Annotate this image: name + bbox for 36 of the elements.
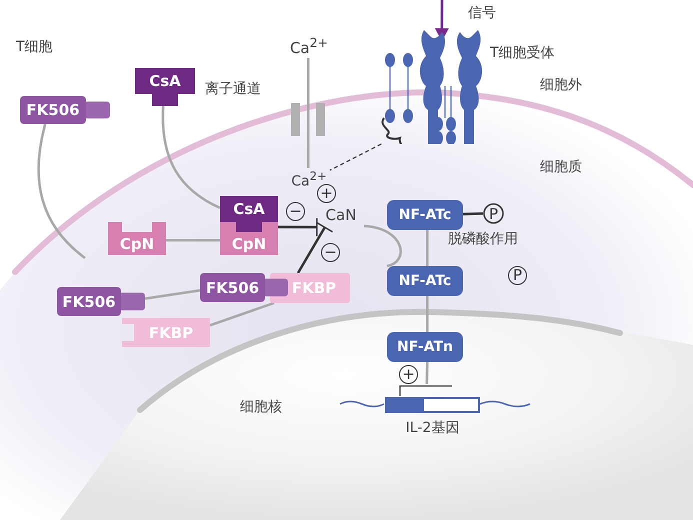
connector-line — [37, 124, 86, 259]
connector-line — [462, 212, 484, 216]
region-label: 细胞核 — [240, 398, 282, 416]
connector-line — [426, 230, 429, 266]
protein-box: NF-ATn — [387, 332, 463, 362]
protein-box: NF-ATc — [387, 266, 463, 296]
molecule-label: CaN — [318, 204, 364, 226]
phosphate-circle: P — [508, 266, 527, 285]
edge-label: 信号 — [468, 4, 496, 22]
cell-label: T细胞 — [16, 38, 53, 56]
connector-line — [144, 289, 200, 300]
connector-line — [426, 296, 429, 332]
gene-box: IL-2基因 — [385, 384, 480, 440]
connector-line — [364, 224, 402, 268]
molecule-label: Ca$^{2+}$ — [288, 34, 330, 58]
inhibition-line — [296, 222, 333, 274]
receptor-label: T细胞受体 — [490, 44, 555, 62]
region-label: 细胞外 — [540, 76, 582, 94]
phosphate-circle: P — [483, 203, 504, 224]
channel-label: 离子通道 — [205, 80, 261, 98]
region-label: 细胞质 — [540, 158, 582, 176]
protein-box: NF-ATc — [387, 200, 463, 230]
connector-line — [166, 238, 220, 242]
inhibition-line — [278, 218, 318, 236]
connector-line — [306, 58, 310, 168]
activation-sign: + — [399, 365, 418, 384]
connector-line — [426, 362, 429, 384]
inhibition-sign: − — [286, 202, 305, 221]
edge-label: 脱磷酸作用 — [448, 230, 518, 248]
protein-box: CpN — [108, 222, 166, 255]
activation-sign: + — [317, 184, 336, 203]
connector-line — [162, 106, 221, 210]
connector-line — [210, 302, 274, 326]
protein-box: FKBP — [122, 318, 210, 347]
connector-line — [330, 143, 382, 171]
inhibition-sign: − — [321, 243, 340, 262]
